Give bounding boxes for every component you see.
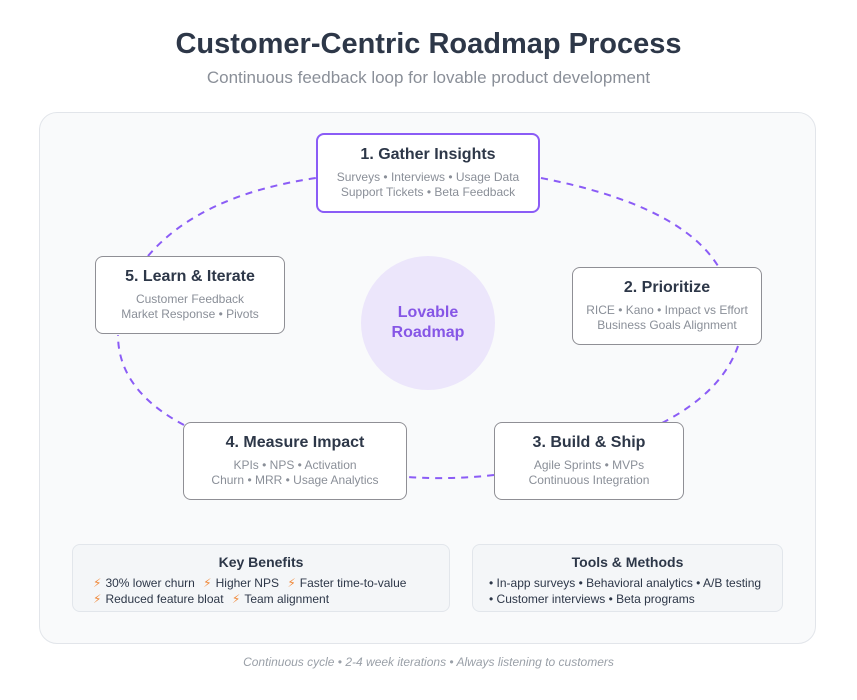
step-build-ship: 3. Build & Ship Agile Sprints • MVPs Con… bbox=[494, 422, 684, 500]
lightning-icon: ⚡ bbox=[93, 592, 102, 606]
lightning-icon: ⚡ bbox=[203, 576, 212, 590]
step-measure-impact: 4. Measure Impact KPIs • NPS • Activatio… bbox=[183, 422, 407, 500]
step-title: 3. Build & Ship bbox=[532, 434, 646, 451]
connector-1-2 bbox=[540, 177, 719, 267]
page-subtitle: Continuous feedback loop for lovable pro… bbox=[206, 68, 651, 87]
step-detail: Business Goals Alignment bbox=[597, 317, 737, 332]
step-learn-iterate: 5. Learn & Iterate Customer Feedback Mar… bbox=[95, 256, 285, 334]
step-detail: Surveys • Interviews • Usage Data bbox=[336, 170, 520, 184]
tools-methods-card: Tools & Methods • In-app surveys • Behav… bbox=[472, 544, 783, 612]
footer-note: Continuous cycle • 2-4 week iterations •… bbox=[243, 655, 614, 669]
benefit-item: 30% lower churn bbox=[105, 576, 195, 590]
step-detail: Churn • MRR • Usage Analytics bbox=[211, 472, 379, 487]
benefit-item: Reduced feature bloat bbox=[105, 592, 224, 606]
step-detail: Agile Sprints • MVPs bbox=[533, 458, 645, 472]
benefit-item: Higher NPS bbox=[215, 576, 279, 590]
card-title: Tools & Methods bbox=[571, 554, 684, 570]
connector-3-4 bbox=[406, 474, 495, 480]
step-title: 2. Prioritize bbox=[623, 279, 711, 296]
page-title: Customer-Centric Roadmap Process bbox=[175, 28, 682, 60]
key-benefits-card: Key Benefits ⚡30% lower churn ⚡Higher NP… bbox=[72, 544, 450, 612]
roadmap-hub: Lovable Roadmap bbox=[361, 256, 495, 390]
step-title: 1. Gather Insights bbox=[360, 146, 496, 163]
step-detail: Continuous Integration bbox=[528, 472, 650, 487]
benefit-item: Faster time-to-value bbox=[299, 576, 407, 590]
hub-label-line1: Lovable bbox=[397, 304, 459, 321]
lightning-icon: ⚡ bbox=[287, 576, 296, 590]
connector-2-3 bbox=[661, 345, 739, 424]
connector-4-5 bbox=[117, 334, 185, 426]
lightning-icon: ⚡ bbox=[231, 592, 241, 606]
hub-label-line2: Roadmap bbox=[391, 324, 465, 341]
step-detail: RICE • Kano • Impact vs Effort bbox=[586, 303, 748, 317]
tools-line: • Customer interviews • Beta programs bbox=[489, 592, 695, 606]
step-detail: Market Response • Pivots bbox=[121, 306, 259, 321]
step-detail: KPIs • NPS • Activation bbox=[233, 458, 357, 472]
step-title: 5. Learn & Iterate bbox=[125, 268, 255, 285]
card-title: Key Benefits bbox=[218, 554, 304, 570]
step-title: 4. Measure Impact bbox=[225, 434, 365, 451]
step-prioritize: 2. Prioritize RICE • Kano • Impact vs Ef… bbox=[572, 267, 762, 345]
benefit-item: Team alignment bbox=[244, 592, 330, 606]
step-gather-insights: 1. Gather Insights Surveys • Interviews … bbox=[316, 133, 540, 213]
connector-5-1 bbox=[147, 177, 317, 257]
tools-line: • In-app surveys • Behavioral analytics … bbox=[489, 576, 762, 590]
step-detail: Customer Feedback bbox=[135, 292, 245, 306]
lightning-icon: ⚡ bbox=[93, 576, 102, 590]
step-detail: Support Tickets • Beta Feedback bbox=[340, 184, 516, 199]
